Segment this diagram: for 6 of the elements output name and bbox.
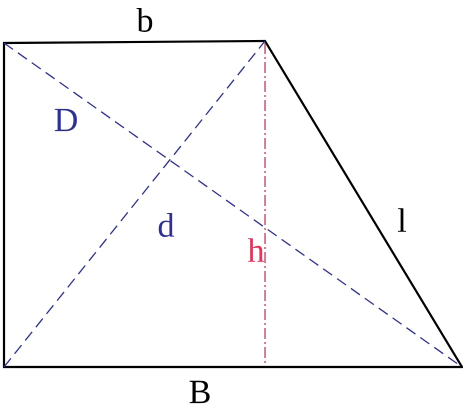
diagonal-label: d xyxy=(158,213,174,237)
side-label: B xyxy=(190,380,210,404)
diagonal-label: D xyxy=(54,108,77,132)
side-label: l xyxy=(398,208,406,232)
height-label: h xyxy=(248,238,264,262)
side-label: b xyxy=(136,8,152,32)
